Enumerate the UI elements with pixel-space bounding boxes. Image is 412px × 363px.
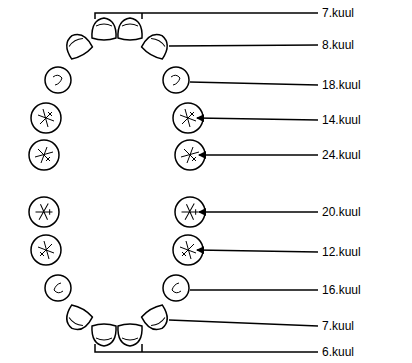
leader-arrow <box>199 211 318 213</box>
age-label: 16.kuul <box>321 283 362 297</box>
age-label: 8.kuul <box>321 38 355 52</box>
leader-arrow <box>199 154 318 156</box>
age-label: 7.kuul <box>321 319 355 333</box>
age-label: 7.kuul <box>321 6 355 20</box>
upper-canine <box>163 67 189 93</box>
lower-canine <box>45 275 71 301</box>
leader-line <box>190 82 318 85</box>
upper-incisor <box>62 30 94 61</box>
leader-arrow <box>197 118 318 120</box>
leader-line <box>190 289 318 291</box>
leader-bracket <box>95 13 318 19</box>
age-label: 18.kuul <box>321 78 362 92</box>
age-label: 24.kuul <box>321 148 362 162</box>
lower-molar <box>23 191 65 233</box>
upper-incisor <box>92 18 116 40</box>
age-label: 12.kuul <box>321 245 362 259</box>
upper-incisor <box>141 30 173 61</box>
age-label: 14.kuul <box>321 113 362 127</box>
leader-arrow <box>197 250 318 252</box>
lower-incisor <box>92 324 116 346</box>
upper-molar <box>29 140 59 170</box>
age-label: 20.kuul <box>321 205 362 219</box>
lower-molar <box>31 235 61 265</box>
lower-canine <box>163 275 189 301</box>
leader-bracket <box>95 344 318 352</box>
lower-incisor <box>118 324 142 346</box>
leader-line <box>169 45 318 46</box>
upper-incisor <box>118 18 142 40</box>
lower-incisor <box>62 303 94 334</box>
upper-canine <box>45 67 71 93</box>
age-label: 6.kuul <box>321 345 355 359</box>
leader-line <box>169 320 318 326</box>
lower-incisor <box>141 303 173 334</box>
upper-molar <box>31 103 61 133</box>
